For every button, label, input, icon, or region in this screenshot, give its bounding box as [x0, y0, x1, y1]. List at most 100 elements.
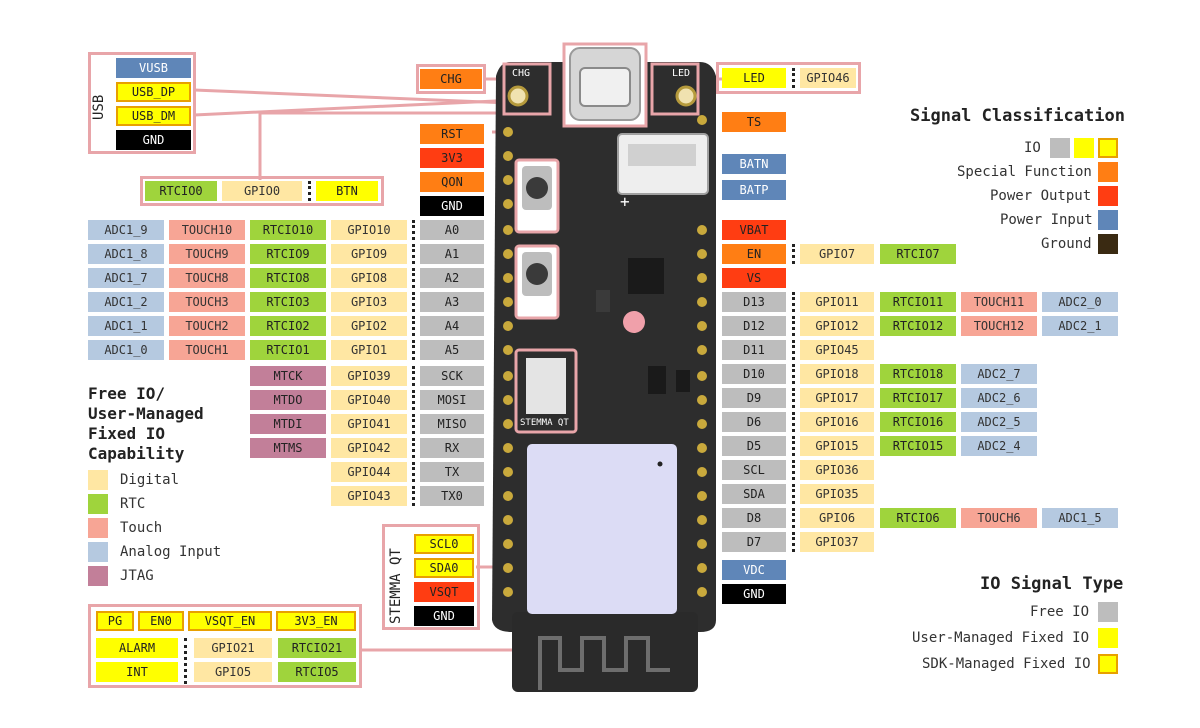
jtag-label: MTCK	[250, 366, 326, 386]
en-rtcio7: RTCIO7	[880, 244, 956, 264]
legend-jtag: JTAG	[120, 568, 154, 584]
io-type-sdk-swatch	[1098, 654, 1118, 674]
jtag-label: MTDI	[250, 414, 326, 434]
separator	[792, 244, 795, 264]
pin-label: SCL	[722, 460, 786, 480]
separator	[412, 366, 415, 386]
separator	[792, 68, 795, 88]
touch-label: TOUCH3	[169, 292, 245, 312]
adc-label: ADC2_6	[961, 388, 1037, 408]
adc-label: ADC1_5	[1042, 508, 1118, 528]
io-type-free-swatch	[1098, 602, 1118, 622]
pin-label: SDA	[722, 484, 786, 504]
pg-label: PG	[96, 611, 134, 631]
separator	[792, 292, 795, 312]
rtcio-label: RTCIO18	[880, 364, 956, 384]
separator	[412, 292, 415, 312]
gpio-label: GPIO12	[800, 316, 874, 336]
pin-label: D11	[722, 340, 786, 360]
io-type-title: IO Signal Type	[980, 574, 1124, 594]
touch-label: TOUCH1	[169, 340, 245, 360]
rtcio-label: RTCIO11	[880, 292, 956, 312]
touch-label: TOUCH12	[961, 316, 1037, 336]
stemma-title: STEMMA QT	[388, 548, 404, 624]
legend-digital: Digital	[120, 472, 180, 488]
gpio-label: GPIO45	[800, 340, 874, 360]
chg-box	[416, 64, 486, 94]
gpio-label: GPIO6	[800, 508, 874, 528]
legend-analog-swatch	[88, 542, 108, 562]
btn-rtcio0: RTCIO0	[145, 181, 217, 201]
pin-label: A1	[420, 244, 484, 264]
gpio46-label: GPIO46	[800, 68, 856, 88]
pin-label: MOSI	[420, 390, 484, 410]
adc-label: ADC1_1	[88, 316, 164, 336]
gpio-label: GPIO37	[800, 532, 874, 552]
sig-power-out: Power Output	[990, 188, 1092, 204]
adc-label: ADC2_5	[961, 412, 1037, 432]
pin-label: A4	[420, 316, 484, 336]
separator	[412, 438, 415, 458]
pin-label: D5	[722, 436, 786, 456]
en0-label: EN0	[138, 611, 184, 631]
legend-digital-swatch	[88, 470, 108, 490]
vsqt-en-label: VSQT_EN	[188, 611, 272, 631]
batn-label: BATN	[722, 154, 786, 174]
touch-label: TOUCH10	[169, 220, 245, 240]
adc-label: ADC1_2	[88, 292, 164, 312]
gpio-label: GPIO8	[331, 268, 407, 288]
io-type-user-swatch	[1098, 628, 1118, 648]
gpio-label: GPIO39	[331, 366, 407, 386]
qon-label: QON	[420, 172, 484, 192]
btn-row-box	[140, 176, 384, 206]
separator	[792, 412, 795, 432]
usb-dp: USB_DP	[116, 82, 191, 102]
chg-label: CHG	[420, 69, 482, 89]
gnd-label-top: GND	[420, 196, 484, 216]
separator	[412, 414, 415, 434]
separator	[792, 460, 795, 480]
sig-io-yellow-bordered-swatch	[1098, 138, 1118, 158]
jtag-label: MTMS	[250, 438, 326, 458]
pin-label: A3	[420, 292, 484, 312]
adc-label: ADC2_7	[961, 364, 1037, 384]
separator	[792, 340, 795, 360]
sig-ground-swatch	[1098, 234, 1118, 254]
gpio-label: GPIO43	[331, 486, 407, 506]
vdc-label: VDC	[722, 560, 786, 580]
separator	[792, 436, 795, 456]
silk-led: LED	[672, 68, 691, 79]
sig-power-out-swatch	[1098, 186, 1118, 206]
bottom-group	[88, 604, 362, 688]
separator	[792, 532, 795, 552]
en-label: EN	[722, 244, 786, 264]
rtcio-label: RTCIO10	[250, 220, 326, 240]
rtcio-label: RTCIO12	[880, 316, 956, 336]
sig-power-in-swatch	[1098, 210, 1118, 230]
3v3-en-label: 3V3_EN	[276, 611, 356, 631]
stemma-group	[382, 524, 480, 630]
sig-special: Special Function	[957, 164, 1092, 180]
en-gpio7: GPIO7	[800, 244, 874, 264]
io-type-free: Free IO	[1030, 604, 1090, 620]
separator	[792, 508, 795, 528]
rtcio-label: RTCIO17	[880, 388, 956, 408]
touch-label: TOUCH9	[169, 244, 245, 264]
gpio-label: GPIO18	[800, 364, 874, 384]
pin-label: D12	[722, 316, 786, 336]
sig-io-gray-swatch	[1050, 138, 1070, 158]
usb-vusb: VUSB	[116, 58, 191, 78]
silk-btn: BTN	[530, 300, 547, 310]
separator	[792, 388, 795, 408]
btn-label: BTN	[316, 181, 378, 201]
legend-analog: Analog Input	[120, 544, 222, 560]
gpio-label: GPIO15	[800, 436, 874, 456]
separator	[412, 268, 415, 288]
gpio-label: GPIO16	[800, 412, 874, 432]
io-type-user: User-Managed Fixed IO	[912, 630, 1090, 646]
separator	[308, 181, 311, 201]
io-type-sdk: SDK-Managed Fixed IO	[922, 656, 1091, 672]
rtcio-label: RTCIO16	[880, 412, 956, 432]
pin-label: D10	[722, 364, 786, 384]
gpio-label: GPIO41	[331, 414, 407, 434]
